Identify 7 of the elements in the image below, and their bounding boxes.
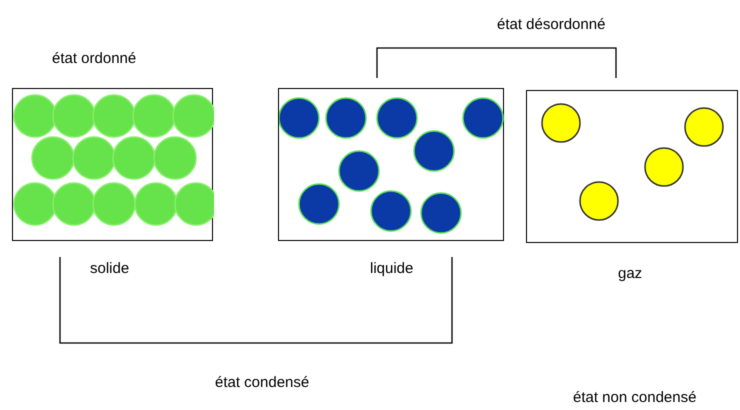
group-label: état ordonné [52,50,136,67]
state-label: gaz [618,265,642,282]
group-label: état désordonné [497,16,606,33]
group-label: état non condensé [573,389,696,406]
state-label: liquide [370,260,414,277]
state-label: solide [90,260,130,277]
group-label: état condensé [215,374,310,391]
